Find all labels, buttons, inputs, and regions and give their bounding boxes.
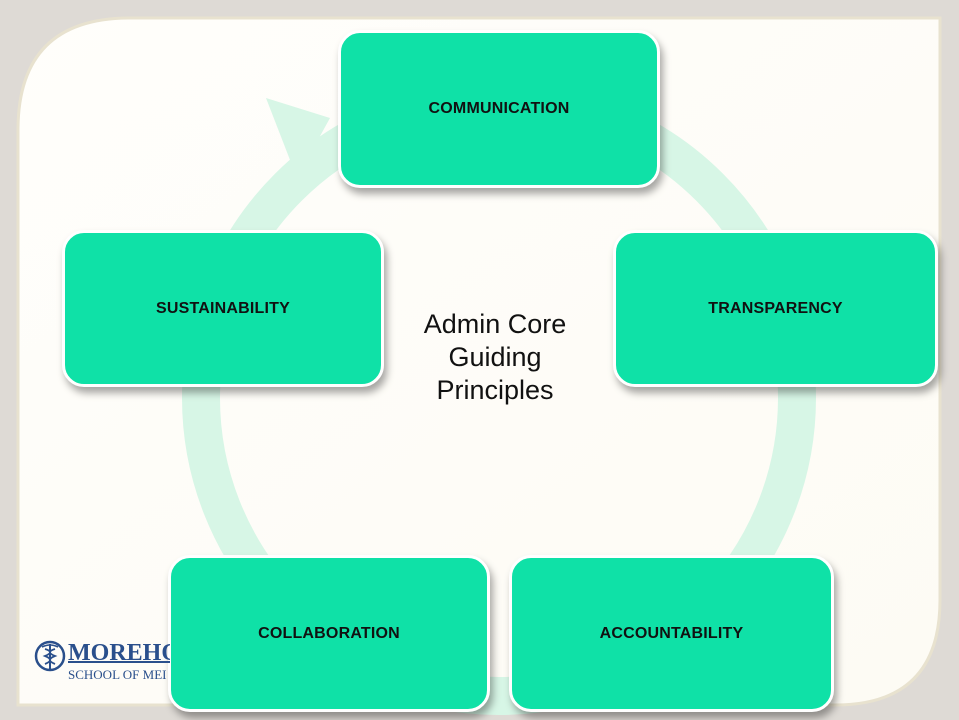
cycle-arrow-head bbox=[266, 98, 330, 178]
center-title-line-1: Admin Core bbox=[423, 309, 567, 339]
logo-subline: SCHOOL OF MEI bbox=[68, 667, 167, 682]
node-accountability: ACCOUNTABILITY bbox=[509, 555, 834, 712]
node-communication: COMMUNICATION bbox=[338, 30, 660, 188]
node-collaboration: COLLABORATION bbox=[168, 555, 490, 712]
node-sustainability: SUSTAINABILITY bbox=[62, 230, 384, 387]
school-logo: MOREHO SCHOOL OF MEI bbox=[34, 630, 170, 690]
logo-wordmark: MOREHO bbox=[68, 640, 170, 666]
center-title-line-2: Guiding bbox=[448, 342, 542, 372]
caduceus-seal-icon bbox=[34, 640, 66, 672]
center-title-line-3: Principles bbox=[436, 375, 554, 405]
node-transparency: TRANSPARENCY bbox=[613, 230, 938, 387]
diagram-center-title: Admin Core Guiding Principles bbox=[395, 308, 595, 407]
